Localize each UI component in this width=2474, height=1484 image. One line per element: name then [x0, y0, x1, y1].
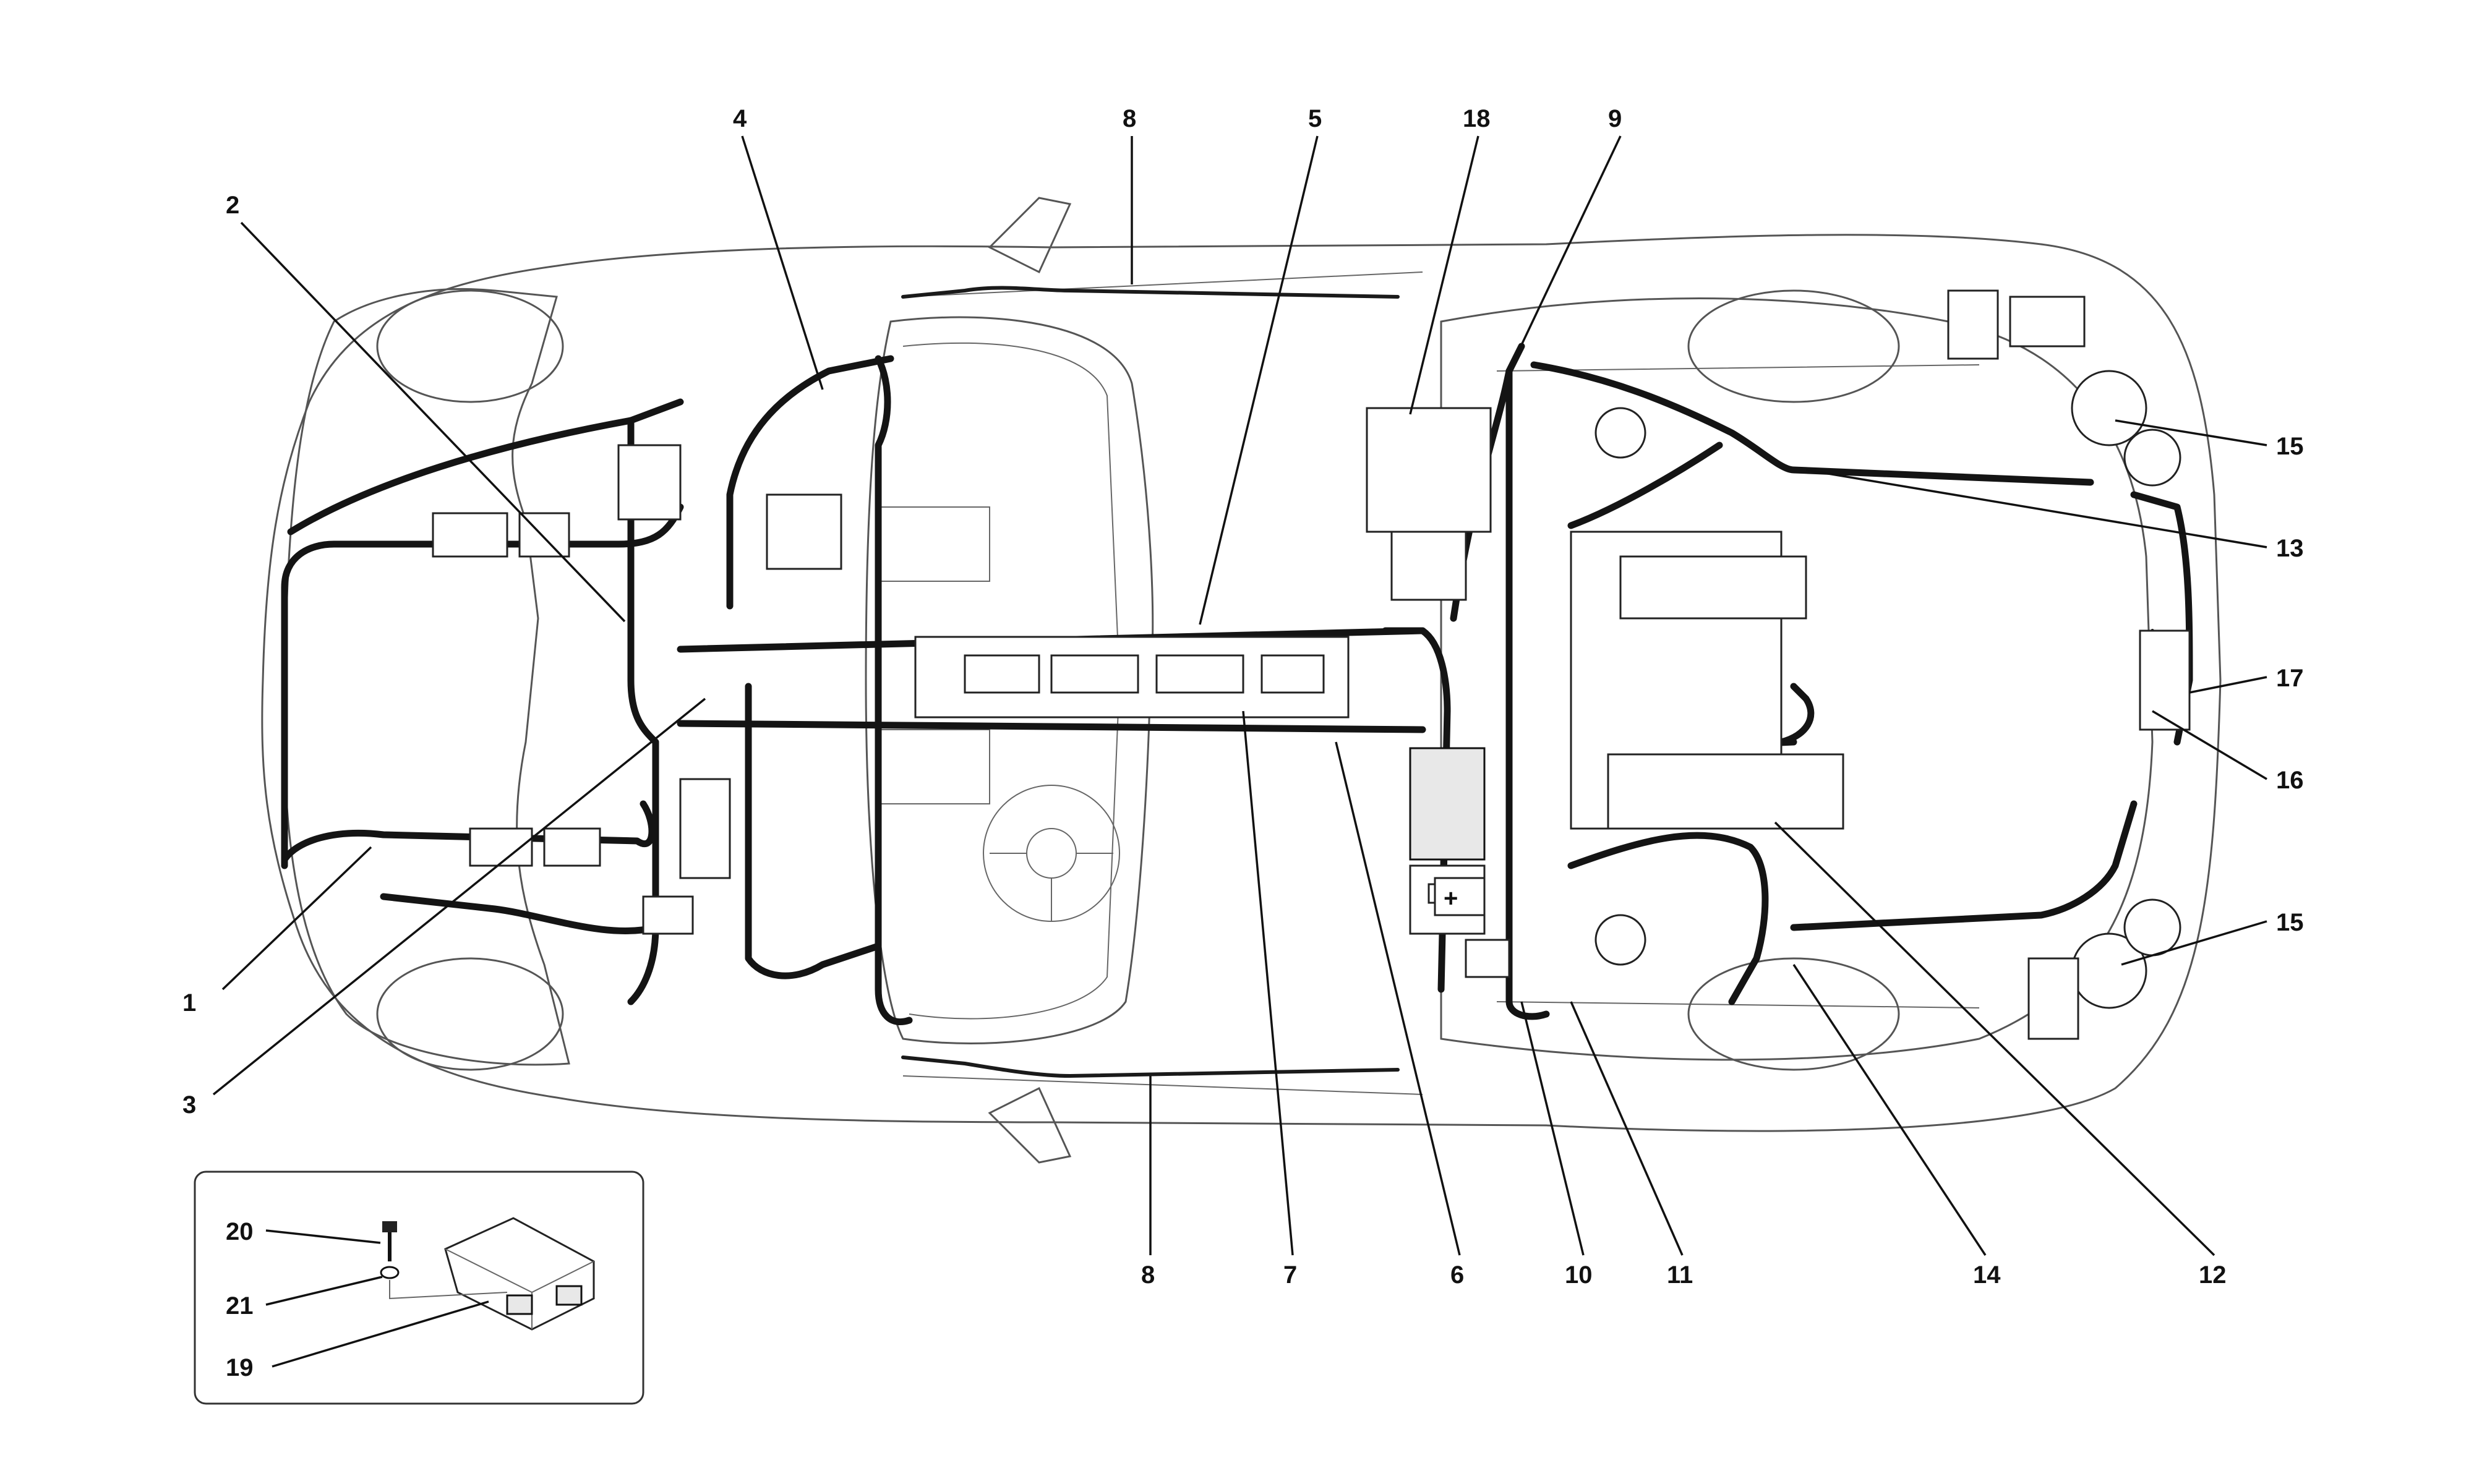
callout-14: 14 — [1973, 1261, 2001, 1289]
callout-12: 12 — [2199, 1261, 2227, 1289]
callout-labels: 2 4 8 5 18 9 15 13 17 16 15 1 3 8 7 6 10… — [182, 105, 2304, 1381]
callout-11: 11 — [1667, 1261, 1693, 1289]
callout-7: 7 — [1283, 1261, 1297, 1289]
callout-8-top: 8 — [1123, 105, 1136, 132]
inset-detail — [194, 1171, 644, 1405]
callout-6: 6 — [1450, 1261, 1464, 1289]
callout-17: 17 — [2276, 665, 2304, 692]
callout-21: 21 — [226, 1292, 254, 1320]
callout-1: 1 — [182, 989, 196, 1017]
callout-15-top: 15 — [2276, 433, 2304, 460]
car-body-outline — [261, 197, 2222, 1164]
callout-18: 18 — [1463, 105, 1491, 132]
harness-components: + — [432, 289, 2191, 1040]
callout-13: 13 — [2276, 535, 2304, 562]
leader-lines — [212, 135, 2267, 1368]
callout-15-bottom: 15 — [2276, 909, 2304, 936]
callout-19: 19 — [226, 1354, 254, 1381]
callout-10: 10 — [1565, 1261, 1593, 1289]
callout-20: 20 — [226, 1218, 254, 1245]
callout-2: 2 — [226, 192, 239, 219]
callout-8-bottom: 8 — [1141, 1261, 1155, 1289]
callout-3: 3 — [182, 1091, 196, 1119]
battery-icon: + — [1444, 885, 1458, 912]
callout-5: 5 — [1308, 105, 1322, 132]
callout-4: 4 — [733, 105, 747, 132]
callout-16: 16 — [2276, 767, 2304, 794]
callout-9: 9 — [1608, 105, 1622, 132]
